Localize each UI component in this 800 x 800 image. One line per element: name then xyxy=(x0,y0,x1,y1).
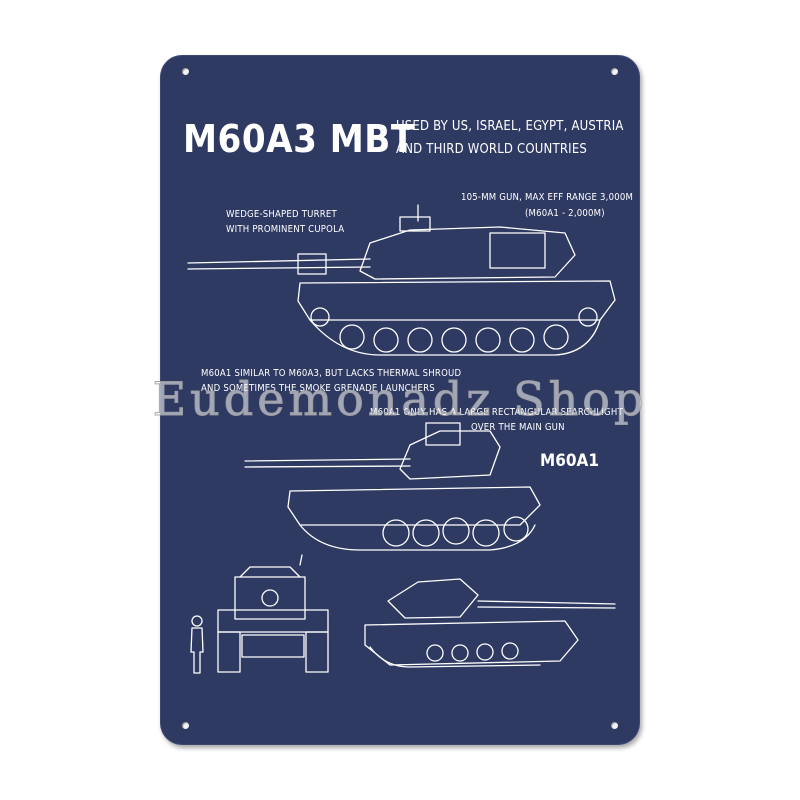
m60a1-note-line-2: AND SOMETIMES THE SMOKE GRENADE LAUNCHER… xyxy=(201,383,435,394)
tank-line-drawings xyxy=(187,204,616,674)
gun-range-note-line-1: 105-MM GUN, MAX EFF RANGE 3,000M xyxy=(461,192,634,203)
m60a1-model-label: M60A1 xyxy=(540,451,599,471)
subtitle-line-1: USED BY US, ISRAEL, EGYPT, AUSTRIA xyxy=(396,119,624,134)
human-scale-figure xyxy=(190,615,204,674)
metal-sign: M60A3 MBT USED BY US, ISRAEL, EGYPT, AUS… xyxy=(160,55,640,745)
top-left-mount-hole xyxy=(182,68,189,75)
bottom-left-mount-hole xyxy=(182,722,189,729)
front-view-drawing xyxy=(217,554,329,673)
top-right-mount-hole xyxy=(611,68,618,75)
m60a1-note-line-1: M60A1 SIMILAR TO M60A3, BUT LACKS THERMA… xyxy=(201,368,462,379)
searchlight-note-line-1: M60A1 ONLY HAS A LARGE RECTANGULAR SEARC… xyxy=(370,407,623,418)
poster-title: M60A3 MBT xyxy=(183,117,415,161)
gun-range-note-line-2: (M60A1 - 2,000M) xyxy=(525,208,605,219)
m60a3-side-view-drawing xyxy=(187,204,616,356)
bottom-right-mount-hole xyxy=(611,722,618,729)
m60a1-side-view-drawing xyxy=(244,422,541,551)
turret-note-line-1: WEDGE-SHAPED TURRET xyxy=(226,209,337,220)
subtitle-line-2: AND THIRD WORLD COUNTRIES xyxy=(396,142,588,157)
turret-note-line-2: WITH PROMINENT CUPOLA xyxy=(226,224,345,235)
searchlight-note-line-2: OVER THE MAIN GUN xyxy=(471,422,565,433)
perspective-view-drawing xyxy=(364,578,616,668)
